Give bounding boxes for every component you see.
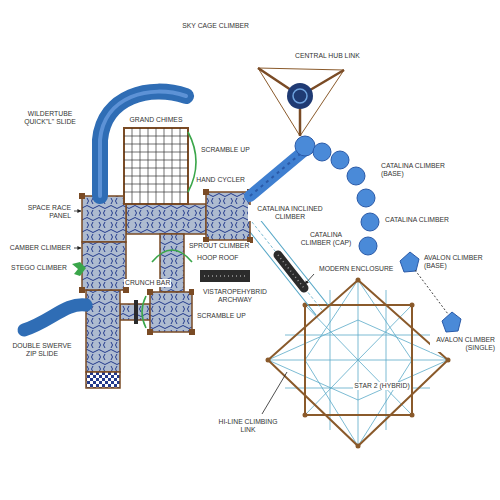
part-label: GRAND CHIMES [129, 116, 184, 124]
leader-lines [74, 211, 314, 414]
part-label: HOOP ROOF [196, 254, 239, 262]
deck-posts [79, 189, 253, 335]
part-label: CAMBER CLIMBER [9, 244, 72, 252]
part-label: STAR 2 (HYBRID) [353, 382, 410, 390]
part-label: SKY CAGE CLIMBER [181, 22, 250, 30]
tube-slide [100, 92, 186, 196]
part-label: SPACE RACE PANEL [16, 204, 72, 220]
part-label: SCRAMBLE UP [200, 146, 251, 154]
zip-slide [24, 305, 86, 330]
tube-slide-shine [100, 92, 186, 196]
part-label: CATALINA CLIMBER (BASE) [380, 162, 458, 178]
part-label: STEGO CLIMBER [10, 264, 68, 272]
chimes-panel [124, 128, 188, 204]
crunch-bar [134, 300, 138, 324]
sky-cage [258, 68, 344, 136]
green-hoops [142, 132, 196, 328]
archway-bar [200, 270, 250, 282]
part-label: CATALINA INCLINED CLIMBER [248, 205, 332, 221]
part-label: VISTAROPEHYBRID ARCHWAY [194, 288, 276, 304]
part-label: HAND CYCLER [195, 176, 246, 184]
part-label: CENTRAL HUB LINK [294, 52, 361, 60]
part-label: CRUNCH BAR [124, 279, 171, 287]
part-label: AVALON CLIMBER (SINGLE) [430, 336, 496, 352]
part-label: SCRAMBLE UP [196, 312, 247, 320]
part-label: CATALINA CLIMBER (CAP) [294, 231, 358, 247]
part-label: CATALINA CLIMBER [384, 216, 450, 224]
boulder-climbers [250, 136, 461, 332]
star-net [266, 278, 451, 449]
part-label: SPROUT CLIMBER [188, 242, 250, 250]
stego-climber [72, 262, 86, 276]
part-label: DOUBLE SWERVE ZIP SLIDE [6, 342, 78, 358]
part-label: HI-LINE CLIMBING LINK [214, 418, 282, 434]
part-label: WILDERTUBE QUICK"L" SLIDE [17, 110, 83, 126]
part-label: AVALON CLIMBER (BASE) [423, 254, 497, 270]
part-label: MODERN ENCLOSURE [318, 265, 394, 273]
